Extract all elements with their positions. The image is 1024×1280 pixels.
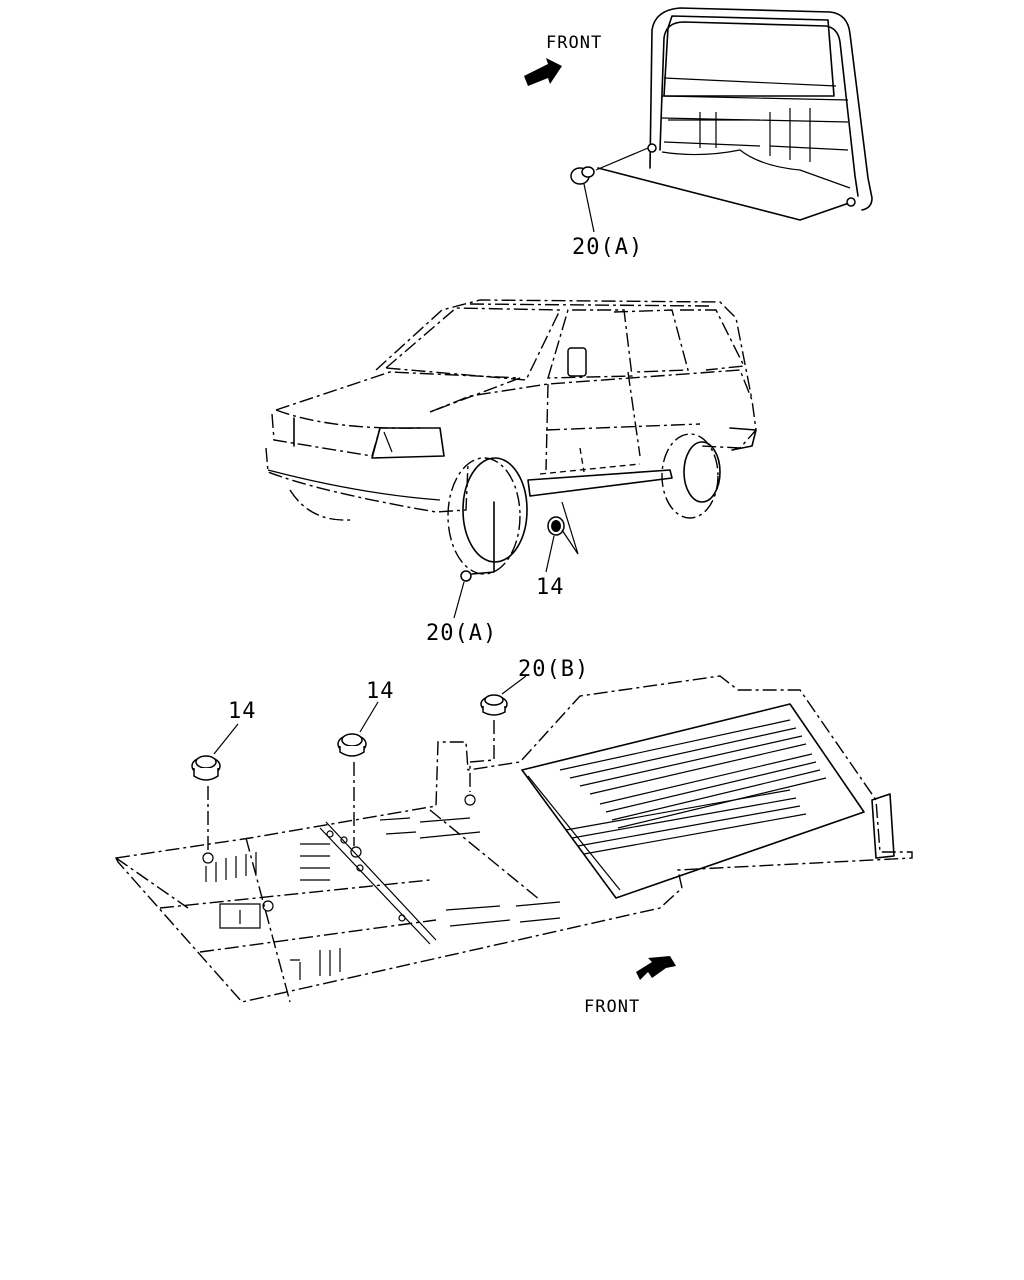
callout-20a-mid: 20(A): [426, 621, 497, 646]
front-arrow-icon: [524, 58, 562, 86]
grommet-part-icon: [337, 733, 367, 757]
plug-part-icon: [570, 166, 595, 185]
callout-20b-floor: 20(B): [518, 657, 589, 682]
callout-20a-top: 20(A): [572, 235, 643, 260]
grommet-part-icon: [480, 694, 508, 716]
callout-14-mid: 14: [536, 575, 565, 600]
rear-cargo-illustration: [524, 7, 873, 233]
callout-14-floor-mid: 14: [366, 679, 395, 704]
front-label-bottom: FRONT: [584, 997, 640, 1017]
callout-14-floor-left: 14: [228, 699, 257, 724]
grommet-part-icon: [191, 755, 221, 781]
floor-panel-illustration: [114, 675, 913, 1003]
front-label-top: FRONT: [546, 33, 602, 53]
mount-hole: [846, 197, 856, 207]
vehicle-illustration: [265, 299, 757, 619]
nut-part-icon: [547, 516, 565, 536]
mount-hole: [647, 143, 657, 153]
front-arrow-icon: [636, 956, 676, 980]
